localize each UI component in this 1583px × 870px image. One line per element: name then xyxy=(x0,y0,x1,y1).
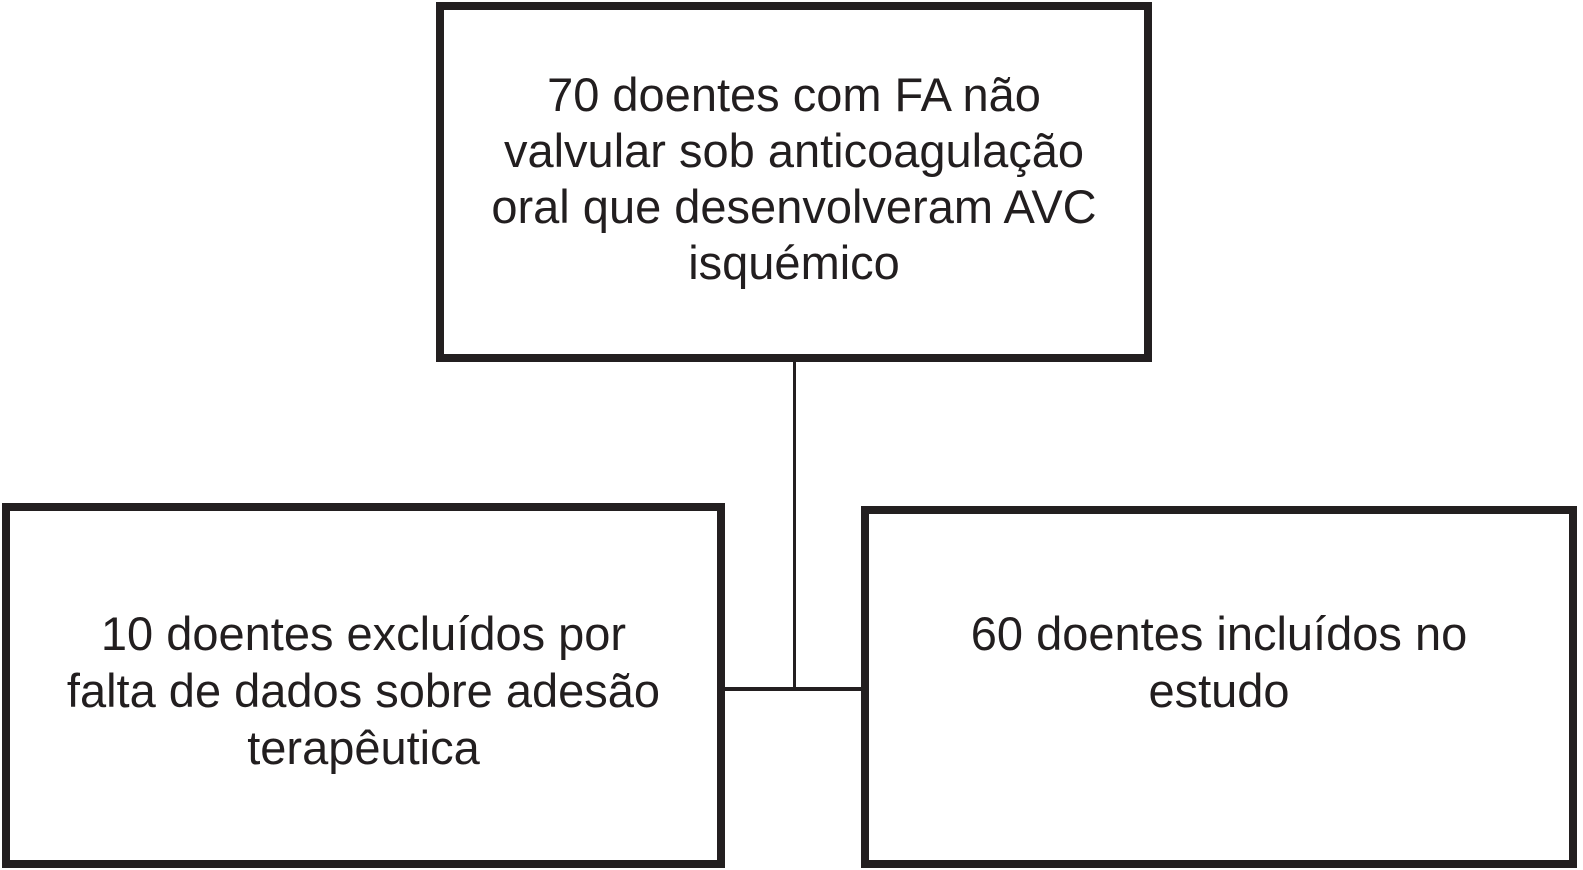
node-cohort-label: 70 doentes com FA não valvular sob antic… xyxy=(491,68,1097,289)
node-included-label: 60 doentes incluídos no estudo xyxy=(970,607,1468,717)
node-included-box: 60 doentes incluídos no estudo xyxy=(861,506,1577,868)
node-excluded-label: 10 doentes excluídos por falta de dados … xyxy=(66,607,661,774)
horizontal-connector-line xyxy=(720,687,866,691)
node-cohort-box: 70 doentes com FA não valvular sob antic… xyxy=(436,2,1152,362)
node-excluded-box: 10 doentes excluídos por falta de dados … xyxy=(2,503,725,868)
vertical-connector-line xyxy=(793,360,796,690)
